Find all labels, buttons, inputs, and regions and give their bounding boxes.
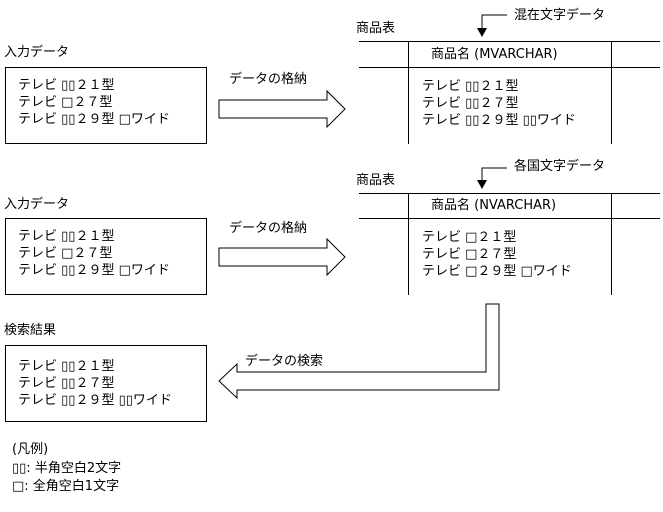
search-arrow	[218, 303, 500, 400]
result-label: 検索結果	[4, 323, 57, 338]
input1-row-2: テレビ □２７型	[18, 95, 113, 110]
input1-row-3: テレビ ▯▯２９型 □ワイド	[18, 112, 170, 127]
input-label-2: 入力データ	[4, 197, 70, 212]
result-box	[5, 345, 207, 422]
table1-title: 商品表	[356, 21, 396, 36]
legend-title: (凡例)	[12, 442, 49, 457]
table1-row-3: テレビ ▯▯２９型 ▯▯ワイド	[422, 113, 576, 128]
input1-row-1: テレビ ▯▯２１型	[18, 78, 115, 93]
table1-row-2: テレビ ▯▯２７型	[422, 96, 519, 111]
input2-row-2: テレビ □２７型	[18, 246, 113, 261]
search-arrow-label: データの検索	[245, 354, 324, 369]
legend-full-width: □: 全角空白1文字	[12, 479, 120, 494]
legend-half-width: ▯▯: 半角空白2文字	[12, 461, 122, 476]
table1-row-1: テレビ ▯▯２１型	[422, 79, 519, 94]
input-label-1: 入力データ	[4, 45, 70, 60]
store-arrow-1	[218, 89, 346, 129]
callout-arrowhead-1	[477, 28, 487, 37]
callout-line-1	[481, 14, 507, 28]
callout-line-2	[481, 167, 507, 180]
result-row-2: テレビ ▯▯２７型	[18, 376, 115, 391]
table2-row-2: テレビ □２７型	[422, 247, 517, 262]
store-arrow-label-1: データの格納	[229, 72, 308, 87]
store-arrow-label-2: データの格納	[229, 221, 308, 236]
callout-arrowhead-2	[477, 180, 487, 189]
callout-2: 各国文字データ	[514, 159, 606, 174]
result-row-1: テレビ ▯▯２１型	[18, 359, 115, 374]
input2-row-1: テレビ ▯▯２１型	[18, 229, 115, 244]
table2-row-3: テレビ □２９型 □ワイド	[422, 264, 572, 279]
store-arrow-2	[218, 237, 346, 277]
table1-column-header: 商品名 (MVARCHAR)	[431, 47, 558, 62]
callout-1: 混在文字データ	[514, 8, 606, 23]
table2-column-header: 商品名 (NVARCHAR)	[431, 198, 557, 213]
table2-title: 商品表	[356, 173, 396, 188]
input-box-1	[5, 67, 207, 144]
input-box-2	[5, 218, 207, 295]
result-row-3: テレビ ▯▯２９型 ▯▯ワイド	[18, 393, 172, 408]
input2-row-3: テレビ ▯▯２９型 □ワイド	[18, 263, 170, 278]
table2-row-1: テレビ □２１型	[422, 230, 517, 245]
